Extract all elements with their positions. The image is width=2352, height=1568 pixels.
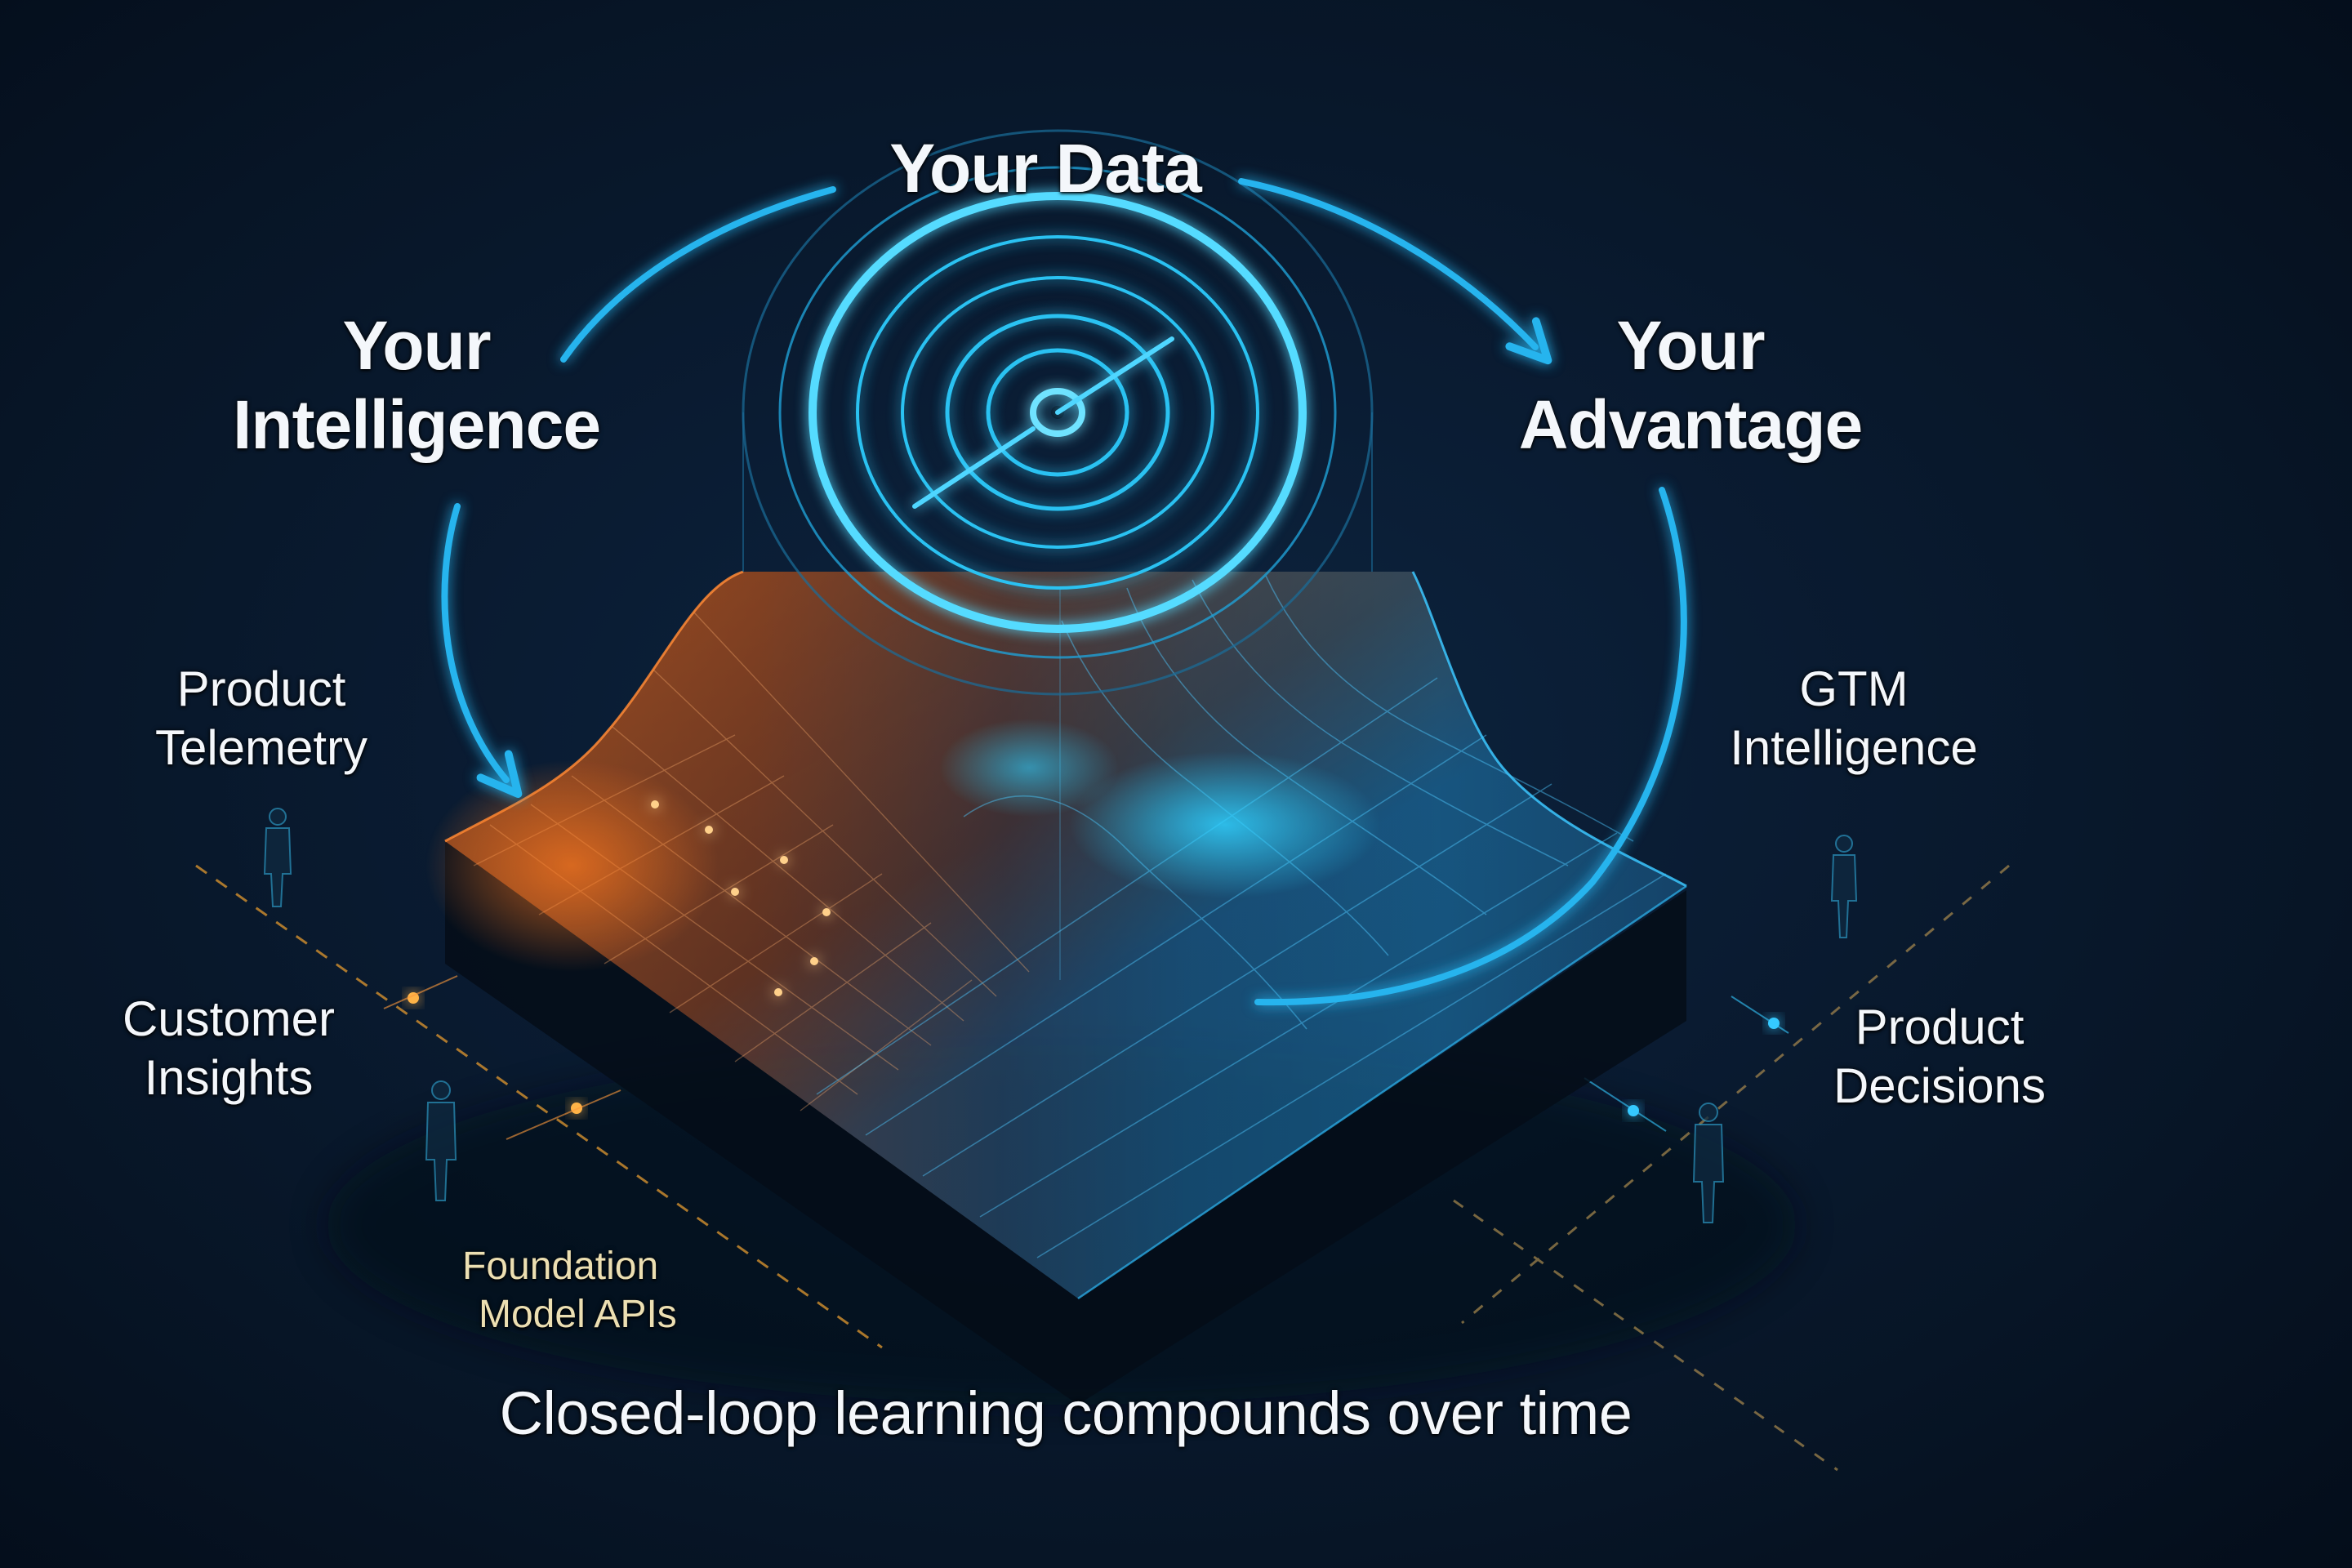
- surface-base: [445, 841, 1686, 1405]
- output-product-decisions-line1: Product: [1855, 1000, 2025, 1054]
- node-your-intelligence-line2: Intelligence: [232, 385, 601, 463]
- caption-text: Closed-loop learning compounds over time: [499, 1379, 1633, 1447]
- input-customer-insights-line1: Customer: [122, 991, 336, 1046]
- input-customer-insights-line2: Insights: [144, 1050, 314, 1105]
- input-foundation-line1: Foundation: [462, 1245, 659, 1288]
- output-product-decisions-line2: Decisions: [1833, 1058, 2047, 1113]
- concentric-rings-icon: [742, 129, 1374, 696]
- input-product-telemetry-line1: Product: [176, 662, 346, 716]
- right-connector-lines: [1453, 864, 2010, 1472]
- node-your-intelligence: Your Intelligence: [204, 306, 629, 464]
- node-your-data-label: Your Data: [889, 130, 1202, 207]
- person-silhouette-icon: [263, 808, 1858, 1223]
- node-your-data: Your Data: [833, 129, 1258, 208]
- input-product-telemetry-line2: Telemetry: [154, 720, 368, 775]
- node-your-advantage-line1: Your: [1616, 307, 1765, 384]
- output-product-decisions: Product Decisions: [1805, 998, 2074, 1116]
- node-dot-icon: [383, 975, 1789, 1140]
- left-connector-lines: [195, 864, 883, 1349]
- node-your-advantage-line2: Advantage: [1518, 385, 1863, 463]
- loop-arrow-icon: [441, 178, 1687, 1006]
- output-gtm-intelligence-line1: GTM: [1799, 662, 1909, 716]
- diagram-caption: Closed-loop learning compounds over time: [441, 1379, 1690, 1448]
- node-your-advantage: Your Advantage: [1478, 306, 1903, 464]
- output-gtm-intelligence: GTM Intelligence: [1707, 660, 2001, 777]
- input-foundation-line2: Model APIs: [479, 1292, 677, 1336]
- grid-surface-icon: [425, 570, 1687, 1300]
- input-product-telemetry: Product Telemetry: [122, 660, 400, 777]
- node-your-intelligence-line1: Your: [342, 307, 491, 384]
- output-gtm-intelligence-line2: Intelligence: [1730, 720, 1978, 775]
- input-customer-insights: Customer Insights: [98, 990, 359, 1107]
- input-foundation-model-apis: Foundation Model APIs: [457, 1243, 702, 1339]
